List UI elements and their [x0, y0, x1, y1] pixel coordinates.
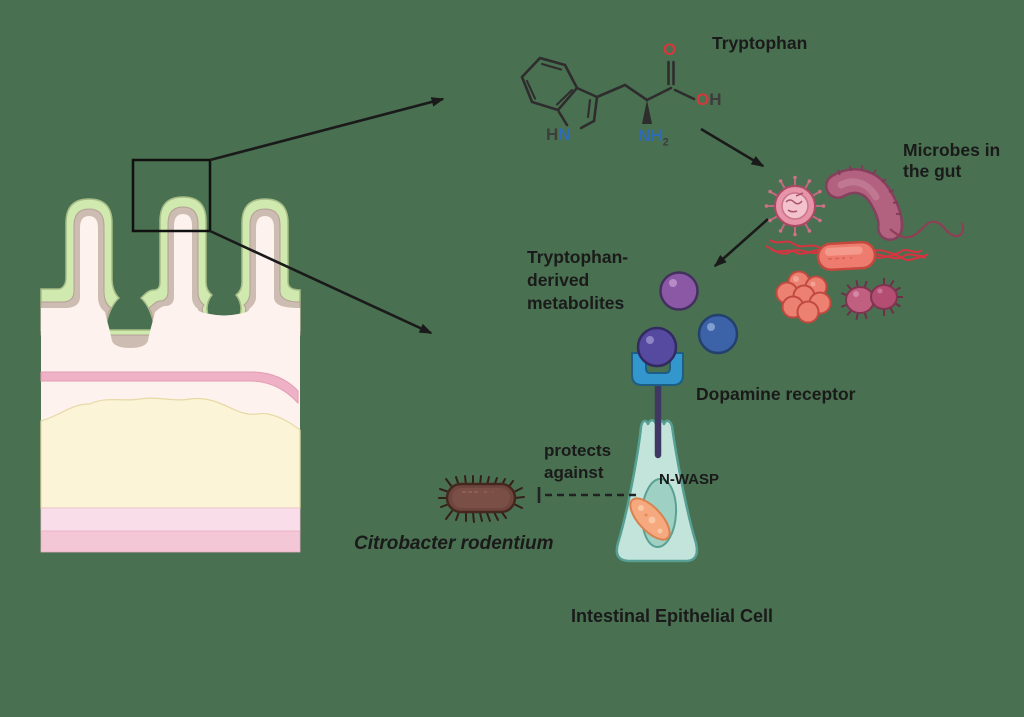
arrow-tryptophan-to-microbes: [700, 127, 765, 168]
zoom-rectangle: [131, 158, 212, 233]
muscularis-stripe: [40, 371, 299, 405]
n-wasp-label: N-WASP: [659, 471, 719, 488]
intestinal-tissue-illustration: [40, 196, 301, 553]
tryptophan-structure: [520, 56, 696, 130]
tryptophan-label: Tryptophan: [712, 33, 808, 53]
epithelial-cell-illustration: [615, 419, 699, 563]
citrobacter-label: Citrobacter rodentium: [354, 533, 554, 554]
protects-dashed-line: [537, 487, 636, 503]
muscle-band-light: [40, 507, 301, 532]
n-wasp-protein: [629, 497, 671, 541]
microbe-flagellated-rod: [765, 239, 929, 272]
metabolite-sphere-blue: [697, 313, 739, 355]
gut-microbes-illustration: [764, 165, 965, 324]
microbe-spiky-sphere: [764, 175, 826, 237]
arrow-tissue-to-tryptophan: [209, 97, 445, 162]
metabolite-sphere-purple: [659, 271, 699, 311]
benzene-ring: [520, 56, 579, 112]
microbe-curved-rod: [825, 165, 965, 241]
metabolite-sphere-indigo: [636, 326, 678, 368]
muscle-band-dark: [40, 530, 301, 553]
submucosa-layer: [40, 397, 301, 509]
side-chain-bonds: [595, 60, 696, 102]
flagellum: [889, 220, 965, 239]
arrow-tissue-to-metabolites: [209, 229, 433, 335]
trp-metabolites-label: Tryptophan-derived metabolites: [527, 247, 629, 313]
hydroxyl-label: OH: [696, 90, 722, 109]
wedge-bond: [642, 100, 652, 124]
flagella-right: [871, 249, 929, 261]
microbe-diplococci: [840, 278, 903, 320]
arrow-microbes-to-metabolites: [713, 218, 769, 268]
flagella-left: [765, 239, 821, 255]
dopamine-receptor-label: Dopamine receptor: [696, 384, 856, 404]
microbe-cocci-cluster: [775, 270, 832, 324]
benzene-double-bonds: [525, 62, 574, 106]
carbonyl-oxygen-label: O: [663, 40, 677, 59]
pyrrole-ring: [557, 86, 599, 130]
protects-against-label: protects against: [544, 441, 612, 482]
microbes-in-gut-label: Microbes in the gut: [903, 140, 1001, 181]
amino-group-label: NH2: [638, 126, 669, 149]
intestinal-epithelial-cell-label: Intestinal Epithelial Cell: [571, 606, 774, 626]
citrobacter-illustration: [438, 475, 525, 523]
ring-nh-label: HN: [546, 125, 571, 144]
